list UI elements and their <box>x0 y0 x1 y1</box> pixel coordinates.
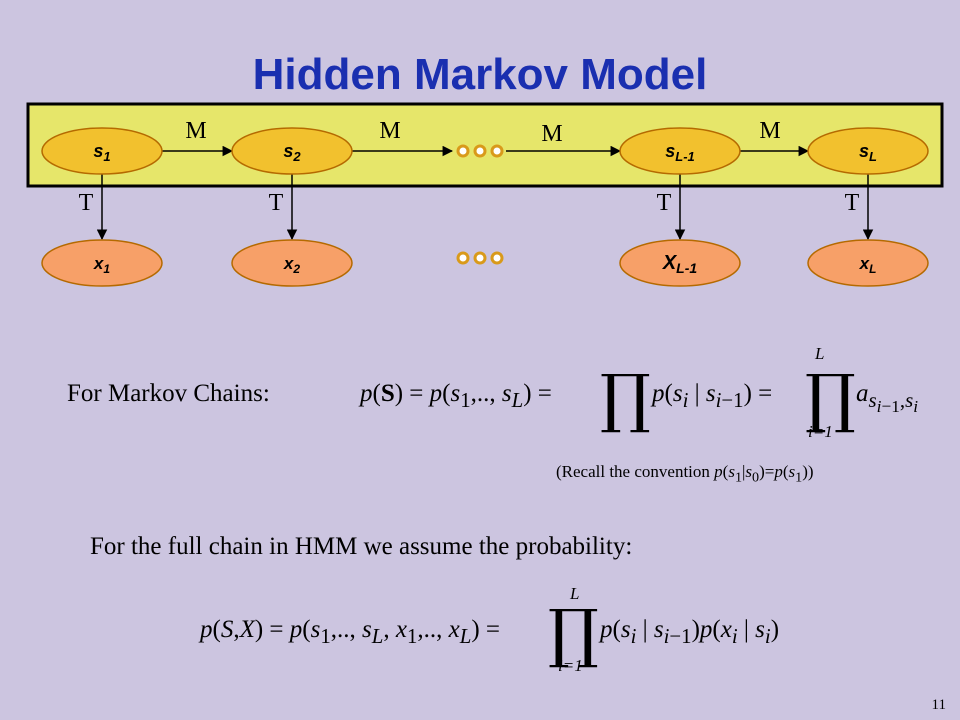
ellipsis-dot <box>473 251 487 265</box>
transition-label: M <box>541 121 562 147</box>
state-node <box>807 127 929 175</box>
transition-label: M <box>379 118 400 144</box>
state-node <box>619 127 741 175</box>
transition-label: M <box>185 118 206 144</box>
slide-title: Hidden Markov Model <box>252 50 708 99</box>
ellipsis-dot <box>456 251 470 265</box>
chain-band <box>26 102 944 188</box>
hmm-assumption-text: For the full chain in HMM we assume the … <box>90 533 633 560</box>
state-node <box>41 127 163 175</box>
ellipsis-dot <box>490 251 504 265</box>
state-node <box>231 127 353 175</box>
ellipsis-dot <box>490 144 504 158</box>
recall-note: (Recall the convention p(s1|s0)=p(s1)) <box>556 462 814 486</box>
ellipsis-dot <box>456 144 470 158</box>
markov-chains-label: For Markov Chains: <box>67 380 270 407</box>
emission-label: T <box>79 190 94 216</box>
emission-label: T <box>845 190 860 216</box>
transition-label: M <box>759 118 780 144</box>
emission-node <box>41 239 163 287</box>
emission-label: T <box>657 190 672 216</box>
emission-node <box>231 239 353 287</box>
emission-label: T <box>269 190 284 216</box>
emission-node <box>619 239 741 287</box>
emission-node <box>807 239 929 287</box>
ellipsis-dot <box>473 144 487 158</box>
page-number: 11 <box>931 697 946 713</box>
